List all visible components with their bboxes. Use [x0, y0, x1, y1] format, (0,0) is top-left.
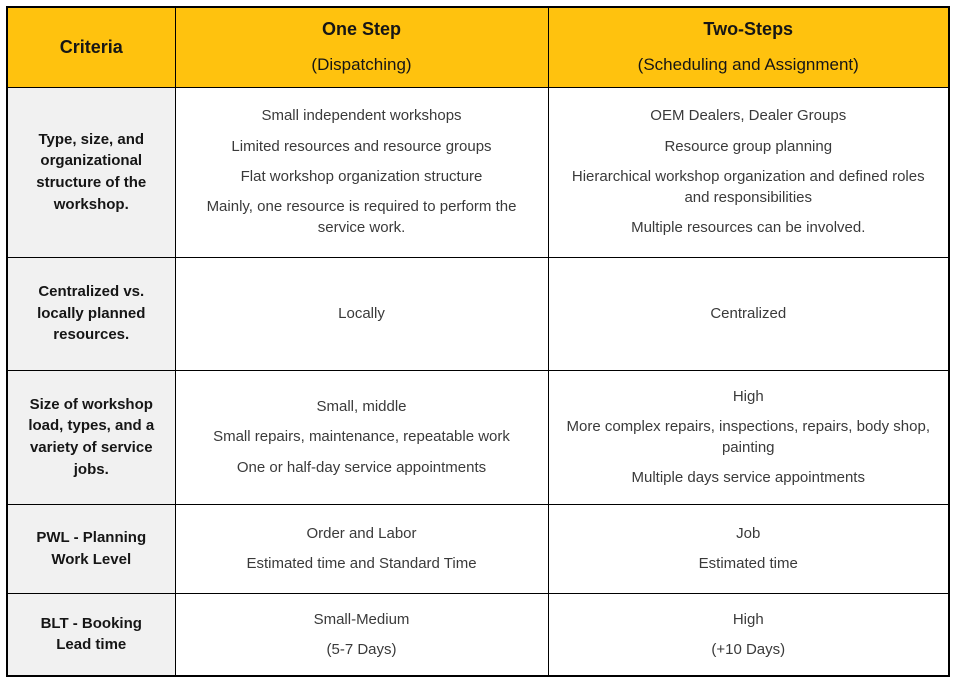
cell-paragraph: Small-Medium	[313, 610, 410, 628]
two-steps-cell: High (+10 Days)	[547, 592, 950, 677]
two-steps-cell: Centralized	[547, 256, 950, 371]
comparison-table: Criteria One Step (Dispatching) Two-Step…	[6, 6, 950, 677]
table-header: Criteria One Step (Dispatching) Two-Step…	[6, 6, 950, 88]
cell-paragraph: Small, middle	[316, 398, 407, 416]
header-cell-one-step: One Step (Dispatching)	[174, 6, 549, 88]
cell-paragraph: Limited resources and resource groups	[231, 137, 492, 155]
one-step-subtitle: (Dispatching)	[311, 54, 412, 74]
cell-paragraph: Mainly, one resource is required to perf…	[206, 198, 517, 237]
table-body: Type, size, and organizational structure…	[6, 86, 950, 677]
two-steps-title: Two-Steps	[703, 19, 794, 40]
cell-paragraph: High	[732, 387, 764, 405]
criteria-cell: Size of workshop load, types, and a vari…	[6, 369, 176, 505]
one-step-cell: Small-Medium (5-7 Days)	[174, 592, 549, 677]
cell-paragraph: Job	[736, 524, 761, 542]
cell-paragraph: (+10 Days)	[711, 640, 786, 658]
cell-paragraph: One or half-day service appointments	[236, 458, 487, 476]
cell-paragraph: Locally	[338, 304, 385, 322]
header-row: Criteria One Step (Dispatching) Two-Step…	[6, 6, 950, 88]
cell-paragraph: (5-7 Days)	[326, 640, 397, 658]
cell-paragraph: Hierarchical workshop organization and d…	[571, 167, 925, 207]
cell-paragraph: Flat workshop organization structure	[240, 167, 483, 185]
cell-paragraph: Small independent workshops	[261, 107, 462, 125]
one-step-cell: Locally	[174, 256, 549, 371]
cell-paragraph: High	[732, 610, 764, 628]
criteria-cell: Type, size, and organizational structure…	[6, 86, 176, 258]
one-step-title: One Step	[321, 19, 401, 40]
criteria-cell: BLT - Booking Lead time	[6, 592, 176, 677]
cell-paragraph: More complex repairs, inspections, repai…	[566, 417, 930, 457]
cell-paragraph: OEM Dealers, Dealer Groups	[650, 107, 847, 125]
criteria-header-label: Criteria	[59, 36, 123, 57]
criteria-cell: PWL - Planning Work Level	[6, 503, 176, 594]
header-cell-two-steps: Two-Steps (Scheduling and Assignment)	[547, 6, 950, 88]
cell-paragraph: Multiple resources can be involved.	[631, 219, 866, 237]
cell-paragraph: Resource group planning	[664, 137, 833, 155]
cell-paragraph: Multiple days service appointments	[631, 469, 865, 487]
table-row: Size of workshop load, types, and a vari…	[6, 369, 950, 505]
two-steps-subtitle: (Scheduling and Assignment)	[637, 54, 859, 74]
table-row: Centralized vs. locally planned resource…	[6, 256, 950, 371]
cell-paragraph: Estimated time	[698, 555, 798, 573]
table-row: BLT - Booking Lead time Small-Medium (5-7 …	[6, 592, 950, 677]
cell-paragraph: Centralized	[710, 304, 787, 322]
cell-paragraph: Estimated time and Standard Time	[246, 555, 477, 573]
table-row: Type, size, and organizational structure…	[6, 86, 950, 258]
header-cell-criteria: Criteria	[6, 6, 176, 88]
cell-paragraph: Order and Labor	[306, 524, 417, 542]
cell-paragraph: Small repairs, maintenance, repeatable w…	[213, 428, 510, 446]
criteria-cell: Centralized vs. locally planned resource…	[6, 256, 176, 371]
